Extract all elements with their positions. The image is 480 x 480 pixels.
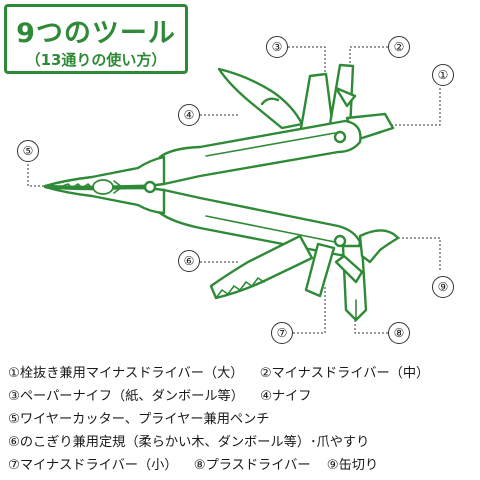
leader-line-5	[27, 160, 55, 187]
lower-handle-inner	[205, 215, 336, 243]
callout-2: ②	[388, 36, 410, 58]
title-subtitle: （13通りの使い方）	[25, 51, 167, 69]
callout-7: ⑦	[271, 322, 293, 344]
title-main: 9つのツール	[16, 18, 176, 49]
pliers-pivot	[143, 180, 157, 194]
legend-item-6: ⑥のこぎり兼用定規（柔らかい木、ダンボール等）･爪やすり	[8, 435, 370, 450]
upper-handle-inner	[205, 132, 336, 157]
upper-handle	[158, 119, 362, 186]
legend-item-2: ②マイナスドライバー（中）	[259, 366, 430, 381]
upper-pivot	[333, 130, 347, 144]
legend-item-8: ⑧プラスドライバー	[193, 458, 311, 473]
can-opener-lever	[334, 254, 364, 284]
multitool-illustration	[27, 46, 441, 334]
flat-screwdriver-small	[304, 242, 336, 298]
title-box: 9つのツール （13通りの使い方）	[4, 4, 188, 74]
callout-3: ③	[266, 36, 288, 58]
legend-item-9: ⑨缶切り	[326, 458, 379, 473]
legend-item-7: ⑦マイナスドライバー（小）	[8, 458, 178, 473]
can-opener	[358, 229, 400, 264]
lower-handle	[158, 188, 362, 257]
wire-cutter-slot	[92, 179, 114, 195]
legend: ①栓抜き兼用マイナスドライバー（大） ②マイナスドライバー（中） ③ペーパーナイ…	[8, 362, 474, 477]
leader-line-9	[395, 237, 441, 270]
legend-row: ⑤ワイヤーカッター、プライヤー兼用ペンチ	[8, 408, 474, 431]
callout-4: ④	[178, 104, 200, 126]
lower-pivot	[333, 234, 347, 248]
leader-line-8	[354, 320, 388, 334]
legend-item-5: ⑤ワイヤーカッター、プライヤー兼用ペンチ	[8, 412, 270, 427]
legend-row: ①栓抜き兼用マイナスドライバー（大） ②マイナスドライバー（中）	[8, 362, 474, 385]
legend-row: ③ペーパーナイフ（紙、ダンボール等） ④ナイフ	[8, 385, 474, 408]
pliers-lower-jaw	[43, 185, 166, 215]
knife-notch	[260, 97, 280, 106]
legend-item-1: ①栓抜き兼用マイナスドライバー（大）	[8, 366, 244, 381]
leader-line-1	[380, 88, 441, 126]
knife-blade	[217, 67, 304, 130]
pliers-teeth	[59, 183, 93, 189]
tool-outline	[43, 63, 400, 322]
callout-6: ⑥	[178, 250, 200, 272]
leader-line-2	[349, 46, 388, 88]
wire-cutter-edge	[113, 180, 123, 194]
legend-item-3: ③ペーパーナイフ（紙、ダンボール等）	[8, 389, 244, 404]
callout-1: ①	[432, 64, 454, 86]
callout-9: ⑨	[432, 276, 454, 298]
saw-blade	[209, 234, 314, 300]
legend-row: ⑦マイナスドライバー（小） ⑧プラスドライバー ⑨缶切り	[8, 454, 474, 477]
legend-item-4: ④ナイフ	[260, 389, 312, 404]
callout-8: ⑧	[388, 322, 410, 344]
saw-teeth	[215, 277, 265, 299]
legend-row: ⑥のこぎり兼用定規（柔らかい木、ダンボール等）･爪やすり	[8, 431, 474, 454]
leader-line-7	[293, 285, 326, 334]
callout-5: ⑤	[17, 140, 39, 162]
screwdriver-medium-tip	[334, 86, 357, 108]
